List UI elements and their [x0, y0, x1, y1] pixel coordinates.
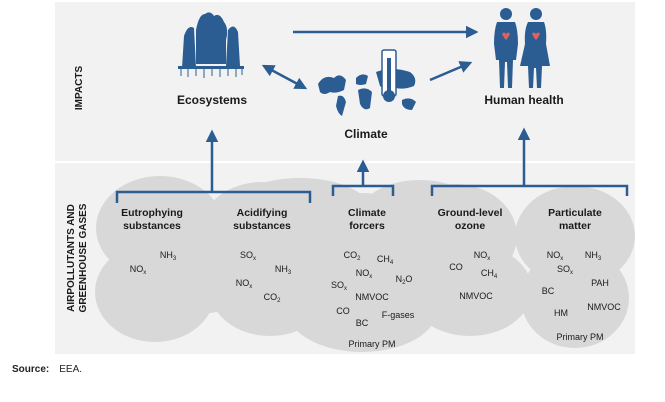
human-health-label: Human health — [484, 93, 563, 107]
ecosystems-label: Ecosystems — [177, 93, 247, 107]
pollutant-label: CO — [336, 306, 350, 316]
pollutants-label-line: GREENHOUSE GASES — [78, 203, 89, 312]
pollutant-label: NOx — [130, 264, 147, 276]
pollutant-label: CH4 — [481, 268, 498, 280]
pollutant-label: SOx — [240, 250, 256, 262]
pollutant-label: CO — [449, 262, 463, 272]
pollutant-label: Primary PM — [349, 339, 396, 349]
pollutant-groups: EutrophyingsubstancesNH3NOxAcidifyingsub… — [121, 207, 621, 349]
pollutant-cloud — [95, 176, 635, 352]
human-figures-icon — [494, 8, 550, 88]
pollutant-label: NH3 — [160, 250, 177, 262]
pollutant-label: NOx — [356, 268, 373, 280]
pollutant-label: SOx — [557, 264, 573, 276]
pollutants-label-line: AIRPOLLUTANTS AND — [66, 204, 77, 312]
pollutant-label: BC — [542, 286, 555, 296]
group-title: matter — [559, 220, 591, 232]
pollutant-label: NMVOC — [587, 302, 621, 312]
group-title: Particulate — [548, 207, 602, 219]
pollutant-label: SOx — [331, 280, 347, 292]
pollutant-label: F-gases — [382, 310, 415, 320]
arrow-ecosystems-climate — [261, 64, 308, 90]
pollutant-label: CO2 — [344, 250, 362, 262]
source-label: Source: — [12, 364, 50, 375]
pollutant-label: CH4 — [377, 254, 394, 266]
group-title: Acidifying — [237, 207, 288, 219]
group-title: Climate — [348, 207, 386, 219]
pollutant-label: Primary PM — [557, 332, 604, 342]
connectors — [115, 25, 629, 203]
pollutant-label: NH3 — [585, 250, 602, 262]
forest-icon — [178, 12, 244, 78]
climate-label: Climate — [344, 127, 388, 141]
pollutants-label: AIRPOLLUTANTS AND GREENHOUSE GASES — [66, 203, 89, 312]
group-title: Eutrophying — [121, 207, 183, 219]
pollutant-label: CO2 — [264, 292, 282, 304]
group-title: forcers — [349, 220, 385, 232]
group-title: substances — [233, 220, 291, 232]
pollutant-label: NOx — [547, 250, 564, 262]
pollutant-label: NMVOC — [459, 291, 493, 301]
source-note: Source: EEA. — [12, 364, 82, 375]
left-bracket — [115, 190, 312, 203]
pollutant-label: NOx — [474, 250, 491, 262]
pollutant-label: N2O — [396, 274, 413, 286]
pollutant-label: BC — [356, 318, 369, 328]
group-title: substances — [123, 220, 181, 232]
impacts-label: IMPACTS — [74, 66, 85, 111]
pollutant-label: HM — [554, 308, 568, 318]
group-title: Ground-level — [438, 207, 503, 219]
arrow-climate-to-health — [429, 61, 473, 82]
pollutant-label: PAH — [591, 278, 609, 288]
source-value: EEA. — [59, 364, 83, 375]
pollutant-label: NOx — [236, 278, 253, 290]
pollutant-label: NMVOC — [355, 292, 389, 302]
right-bracket — [430, 184, 629, 196]
pollutant-label: NH3 — [275, 264, 292, 276]
group-title: ozone — [455, 220, 485, 232]
world-map-thermometer-icon — [318, 49, 416, 116]
